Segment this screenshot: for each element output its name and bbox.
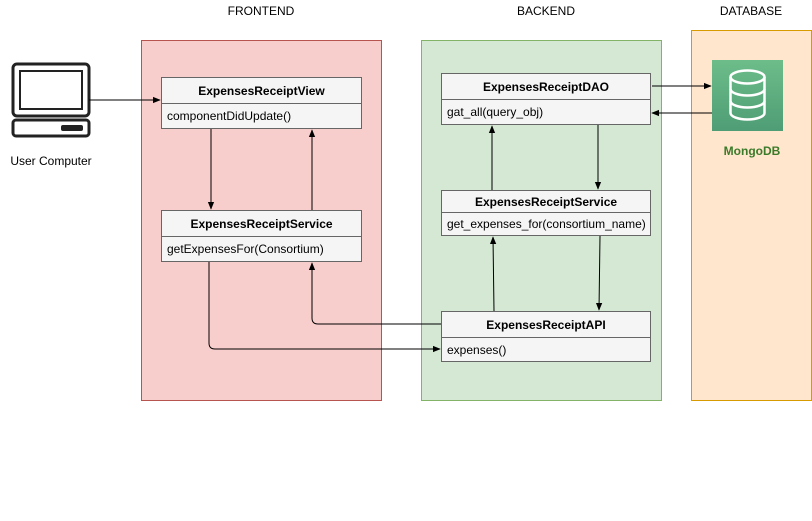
- class-method: expenses(): [447, 343, 507, 357]
- frontend-expenses-receipt-service-class[interactable]: ExpensesReceiptService getExpensesFor(Co…: [161, 210, 362, 262]
- expenses-receipt-api-class[interactable]: ExpensesReceiptAPI expenses(): [441, 311, 651, 362]
- computer-icon: [11, 62, 91, 138]
- arrow-api-to-backend-service: [489, 236, 497, 312]
- class-name: ExpensesReceiptView: [162, 78, 361, 104]
- class-name: ExpensesReceiptDAO: [442, 74, 650, 100]
- class-name: ExpensesReceiptAPI: [442, 312, 650, 338]
- arrow-api-to-service: [308, 262, 441, 325]
- mongodb-node: [712, 60, 783, 131]
- class-method: componentDidUpdate(): [167, 109, 292, 123]
- class-name: ExpensesReceiptService: [162, 211, 361, 237]
- class-name: ExpensesReceiptService: [442, 191, 650, 213]
- backend-expenses-receipt-service-class[interactable]: ExpensesReceiptService get_expenses_for(…: [441, 190, 651, 236]
- expenses-receipt-view-class[interactable]: ExpensesReceiptView componentDidUpdate(): [161, 77, 362, 129]
- class-method: getExpensesFor(Consortium): [167, 242, 324, 256]
- user-computer-label: User Computer: [10, 154, 92, 168]
- expenses-receipt-dao-class[interactable]: ExpensesReceiptDAO gat_all(query_obj): [441, 73, 651, 125]
- database-title: DATABASE: [719, 4, 783, 18]
- backend-title: BACKEND: [516, 4, 575, 18]
- arrow-backend-service-to-api: [595, 235, 603, 311]
- class-method: get_expenses_for(consortium_name): [447, 217, 646, 231]
- mongodb-label: MongoDB: [723, 144, 781, 158]
- frontend-title: FRONTEND: [227, 4, 295, 18]
- database-icon: [729, 69, 766, 121]
- class-method: gat_all(query_obj): [447, 105, 544, 119]
- arrow-service-to-api: [208, 262, 441, 353]
